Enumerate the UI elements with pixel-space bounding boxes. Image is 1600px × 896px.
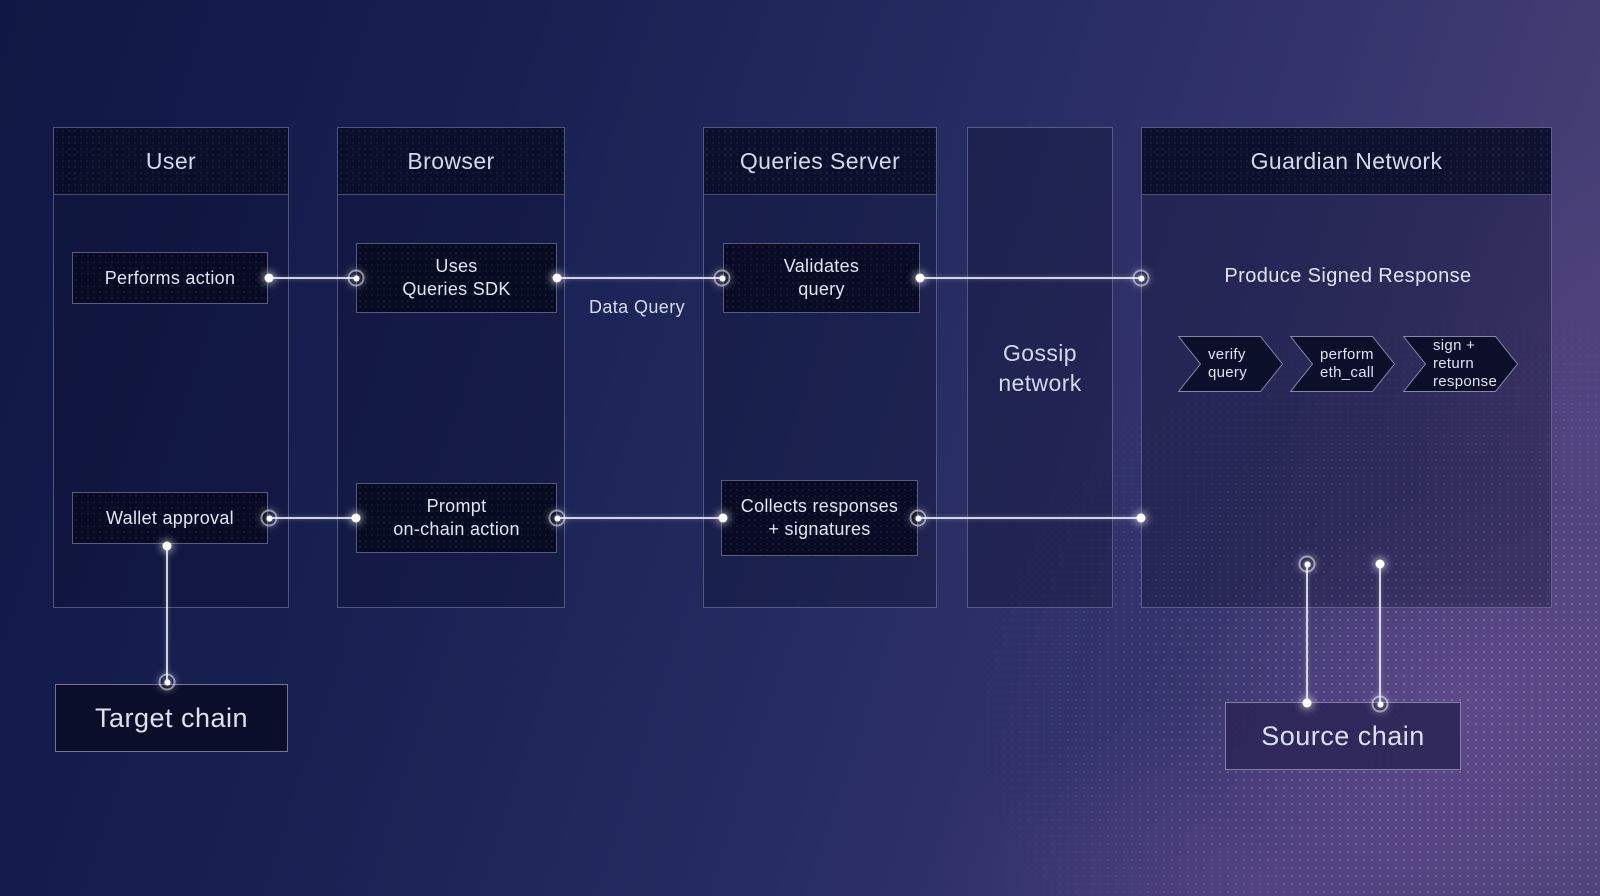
produce-signed-response-label: Produce Signed Response [1224,265,1472,287]
node-collects-responses: Collects responses + signatures [721,480,918,556]
lane-user-title: User [54,128,288,195]
gossip-label-line1: Gossip [1003,339,1077,366]
connector-collects-to-prompt [557,517,721,519]
endpoint-ring [260,509,278,527]
chevron-perform-eth-call-label: perform eth_call [1290,336,1395,392]
endpoint-ring [1132,269,1150,287]
connector-sdk-to-validates [557,277,723,279]
node-prompt-onchain-action: Prompt on-chain action [356,483,557,553]
node-prompt-onchain-action-line1: Prompt [426,496,487,516]
lane-browser-title: Browser [338,128,564,195]
chevron-verify-query: verify query [1178,336,1283,392]
node-performs-action-label: Performs action [104,267,236,288]
chevron-perform-eth-call-line2: eth_call [1320,364,1375,381]
chevron-arrow-icon [1403,336,1518,392]
node-uses-queries-sdk: Uses Queries SDK [356,243,557,313]
node-uses-queries-sdk-line1: Uses [435,256,478,276]
endpoint-ring [158,673,176,691]
endpoint-ring [1371,695,1389,713]
chevron-verify-query-label: verify query [1178,336,1283,392]
endpoint-dot [1136,513,1146,523]
node-prompt-onchain-action-line2: on-chain action [393,519,520,539]
connector-performs-to-sdk [269,277,356,279]
node-validates-query: Validates query [723,243,920,313]
connector-source-chain-to-guardian [1306,564,1308,703]
endpoint-dot [1302,698,1312,708]
chevron-sign-return-response-line2: return [1433,355,1474,372]
endpoint-dot [1375,559,1385,569]
chevron-sign-return-response: sign + return response [1403,336,1518,392]
data-query-label: Data Query [588,297,686,317]
chevron-perform-eth-call-line1: perform [1320,346,1374,363]
connector-validates-to-guardian [920,277,1141,279]
node-performs-action: Performs action [72,252,268,304]
endpoint-dot [162,541,172,551]
node-collects-responses-line2: + signatures [768,519,871,539]
node-collects-responses-line1: Collects responses [740,496,899,516]
connector-guardian-to-collects [918,517,1141,519]
endpoint-dot [718,513,728,523]
gossip-label-line2: network [998,369,1082,396]
node-uses-queries-sdk-line2: Queries SDK [402,279,511,299]
endpoint-dot [264,273,274,283]
node-target-chain-label: Target chain [94,702,249,733]
chevron-sign-return-response-line3: response [1433,373,1498,390]
node-target-chain: Target chain [55,684,288,752]
node-validates-query-line2: query [798,279,845,299]
chevron-sign-return-response-label: sign + return response [1403,336,1518,392]
lane-guardian-network-title: Guardian Network [1142,128,1551,195]
endpoint-ring [548,509,566,527]
connector-guardian-to-source-chain [1379,564,1381,704]
endpoint-ring [909,509,927,527]
endpoint-dot [915,273,925,283]
connector-prompt-to-wallet [269,517,356,519]
chevron-verify-query-line2: query [1208,364,1248,381]
endpoint-ring [1298,555,1316,573]
node-wallet-approval: Wallet approval [72,492,268,544]
lane-queries-server-title: Queries Server [704,128,936,195]
endpoint-ring [347,269,365,287]
chevron-sign-return-response-line1: sign + [1433,337,1476,354]
connector-wallet-to-target-chain [166,546,168,682]
chevron-arrow-icon [1290,336,1395,392]
chevron-verify-query-line1: verify [1208,346,1246,363]
node-validates-query-line1: Validates [783,256,860,276]
chevron-perform-eth-call: perform eth_call [1290,336,1395,392]
gossip-network-label: Gossip network [998,338,1081,398]
lane-gossip-network: Gossip network [967,127,1113,608]
endpoint-ring [713,269,731,287]
endpoint-dot [351,513,361,523]
node-wallet-approval-label: Wallet approval [106,507,234,528]
lane-queries-server: Queries Server [703,127,937,608]
endpoint-dot [552,273,562,283]
chevron-arrow-icon [1178,336,1283,392]
node-source-chain: Source chain [1225,702,1461,770]
node-source-chain-label: Source chain [1261,720,1425,751]
